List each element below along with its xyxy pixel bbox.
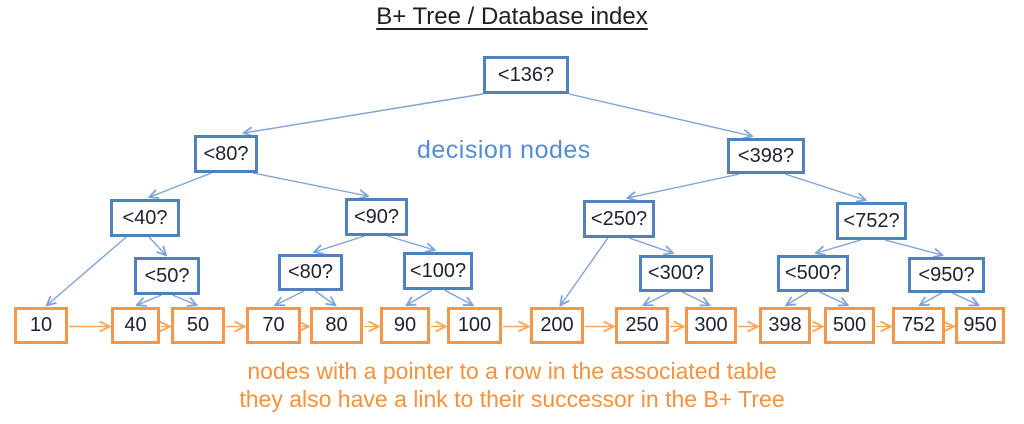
tree-edge bbox=[884, 239, 942, 255]
caption-line-2: they also have a link to their successor… bbox=[239, 386, 785, 412]
tree-edge bbox=[137, 294, 162, 305]
leaf-node-40: 40 bbox=[111, 307, 160, 344]
caption-line-1: nodes with a pointer to a row in the ass… bbox=[247, 358, 777, 384]
tree-edge bbox=[150, 172, 212, 197]
tree-edge bbox=[244, 93, 484, 133]
leaf-node-300: 300 bbox=[685, 307, 737, 344]
decision-node-80: <80? bbox=[278, 254, 343, 291]
leaf-node-250: 250 bbox=[615, 307, 669, 344]
tree-edge bbox=[628, 173, 740, 198]
tree-edge bbox=[819, 291, 848, 305]
tree-edge bbox=[787, 291, 809, 305]
tree-edge bbox=[252, 172, 367, 196]
leaf-node-100: 100 bbox=[447, 307, 502, 344]
leaf-node-398: 398 bbox=[759, 307, 811, 344]
leaf-nodes-caption: nodes with a pointer to a row in the ass… bbox=[0, 357, 1024, 413]
decision-node-950: <950? bbox=[908, 257, 985, 293]
tree-edge bbox=[629, 237, 672, 253]
leaf-node-90: 90 bbox=[380, 307, 430, 344]
leaf-node-500: 500 bbox=[824, 307, 875, 344]
leaf-node-80: 80 bbox=[310, 307, 363, 344]
tree-edge bbox=[784, 173, 865, 200]
tree-edge bbox=[568, 93, 752, 136]
diagram-title: B+ Tree / Database index bbox=[376, 3, 648, 30]
decision-node-250: <250? bbox=[583, 200, 655, 238]
tree-edge bbox=[407, 289, 433, 305]
tree-edge bbox=[314, 290, 335, 305]
tree-edge bbox=[817, 239, 862, 253]
decision-node-398: <398? bbox=[727, 138, 805, 174]
tree-edge bbox=[314, 235, 365, 252]
tree-edge bbox=[561, 237, 609, 305]
tree-edge bbox=[276, 290, 305, 305]
tree-edge bbox=[644, 291, 671, 305]
tree-edge bbox=[172, 294, 197, 305]
decision-nodes-label: decision nodes bbox=[417, 136, 591, 164]
tree-edge bbox=[920, 292, 942, 305]
tree-edge bbox=[952, 292, 978, 305]
decision-node-90: <90? bbox=[345, 198, 408, 236]
decision-node-100: <100? bbox=[403, 252, 473, 290]
leaf-node-200: 200 bbox=[530, 307, 584, 344]
decision-node-752: <752? bbox=[836, 202, 907, 240]
decision-node-80: <80? bbox=[194, 135, 258, 173]
tree-edge bbox=[47, 236, 127, 305]
tree-edge bbox=[148, 236, 166, 255]
tree-edge bbox=[444, 289, 473, 305]
leaf-node-50: 50 bbox=[171, 307, 225, 344]
leaf-node-752: 752 bbox=[892, 307, 945, 344]
tree-edge bbox=[387, 235, 435, 250]
decision-node-500: <500? bbox=[777, 255, 849, 292]
leaf-node-10: 10 bbox=[14, 307, 68, 344]
decision-node-300: <300? bbox=[639, 255, 713, 292]
decision-node-136: <136? bbox=[483, 56, 569, 94]
tree-edge bbox=[681, 291, 709, 305]
decision-node-40: <40? bbox=[110, 199, 180, 237]
decision-node-50: <50? bbox=[134, 257, 200, 295]
leaf-node-70: 70 bbox=[246, 307, 301, 344]
leaf-node-950: 950 bbox=[955, 307, 1005, 344]
